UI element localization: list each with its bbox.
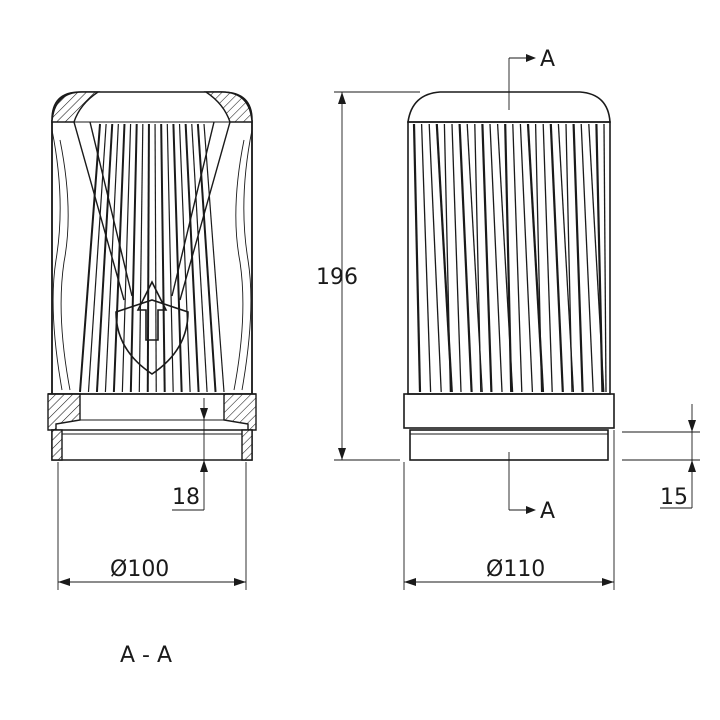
pleat-line xyxy=(580,123,594,393)
dimension-right-base: 15 xyxy=(622,404,700,510)
side-view: A A xyxy=(403,47,615,524)
section-arrow xyxy=(136,280,168,341)
section-flange-right xyxy=(223,393,257,431)
pleat-line xyxy=(112,123,126,393)
section-flange-left xyxy=(47,393,81,431)
dimension-left-diameter-label: Ø100 xyxy=(110,557,169,582)
side-base-ring xyxy=(403,393,615,429)
pleat-line xyxy=(129,123,138,393)
pleat-line xyxy=(451,123,462,393)
pleat-line xyxy=(549,123,564,393)
pleat-line xyxy=(196,123,217,393)
dimension-right-diameter: Ø110 xyxy=(403,430,615,590)
side-top-cap xyxy=(407,91,611,123)
section-shield xyxy=(115,299,189,375)
section-side-wave-right xyxy=(241,129,253,391)
pleat-line xyxy=(519,123,534,393)
pleat-line xyxy=(603,123,607,393)
pleat-line xyxy=(203,123,225,393)
dimension-left-thread: 18 xyxy=(172,398,208,511)
pleat-line xyxy=(474,123,482,393)
pleat-line xyxy=(595,123,604,393)
pleat-line xyxy=(512,123,523,393)
section-view: A - A xyxy=(47,91,257,668)
section-caption: A - A xyxy=(120,643,172,668)
pleat-line xyxy=(458,123,473,393)
pleat-line xyxy=(412,123,422,393)
pleat-line xyxy=(166,123,174,393)
pleat-line xyxy=(420,123,432,393)
pleat-line xyxy=(95,123,114,393)
pleat-line xyxy=(121,123,132,393)
pleat-line xyxy=(146,123,150,393)
section-cap-left xyxy=(51,91,101,123)
pleat-line xyxy=(428,123,442,393)
pleat-line xyxy=(504,123,513,393)
pleat-line xyxy=(172,123,183,393)
pleat-line xyxy=(572,123,584,393)
section-marker-bottom: A xyxy=(540,499,555,524)
pleat-line xyxy=(542,123,553,393)
dimension-left-diameter: Ø100 xyxy=(57,462,247,590)
pleat-line xyxy=(443,123,452,393)
dimension-height-label: 196 xyxy=(316,265,358,290)
pleat-line xyxy=(79,123,101,393)
side-pleat-lines xyxy=(412,123,607,393)
section-pleat-lines xyxy=(79,123,225,393)
pleat-line xyxy=(178,123,191,393)
section-side-wave-left xyxy=(51,129,63,391)
section-marker-top: A xyxy=(540,47,555,72)
section-cap-right xyxy=(203,91,253,123)
pleat-line xyxy=(160,123,166,393)
pleat-line xyxy=(138,123,144,393)
pleat-line xyxy=(565,123,573,393)
pleat-line xyxy=(534,123,543,393)
dimension-right-base-label: 15 xyxy=(660,485,688,510)
pleat-line xyxy=(489,123,503,393)
dimension-left-thread-label: 18 xyxy=(172,485,200,510)
section-neck xyxy=(51,429,253,461)
pleat-line xyxy=(191,123,208,393)
pleat-line xyxy=(481,123,493,393)
dimension-right-diameter-label: Ø110 xyxy=(486,557,545,582)
dimension-height: 196 xyxy=(316,91,420,461)
pleat-line xyxy=(87,123,107,393)
pleat-line xyxy=(154,123,157,393)
